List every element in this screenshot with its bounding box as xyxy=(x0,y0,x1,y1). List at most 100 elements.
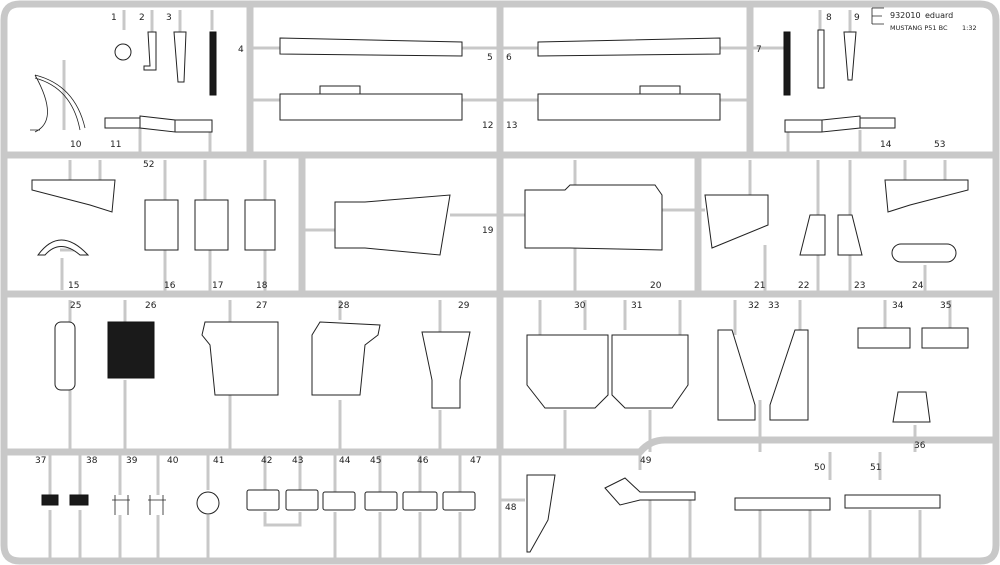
part-label-6: 6 xyxy=(506,53,512,63)
part-label-37: 37 xyxy=(35,456,46,466)
part-2-drawing xyxy=(143,31,157,71)
sheet-model: MUSTANG P51 BC xyxy=(890,24,948,32)
part-label-15: 15 xyxy=(68,281,79,291)
part-label-47: 47 xyxy=(470,456,481,466)
part-48-drawing xyxy=(526,474,556,553)
part-1-drawing xyxy=(114,43,132,61)
part-23-drawing xyxy=(837,214,863,256)
part-11-drawing xyxy=(104,115,213,133)
part-label-49: 49 xyxy=(640,456,652,466)
part-label-42: 42 xyxy=(261,456,272,466)
part-label-13: 13 xyxy=(506,121,517,131)
part-label-44: 44 xyxy=(339,456,351,466)
part-45-drawing xyxy=(364,491,398,511)
part-30-drawing xyxy=(526,334,609,409)
part-label-43: 43 xyxy=(292,456,303,466)
part-label-23: 23 xyxy=(854,281,865,291)
sheet-scale: 1:32 xyxy=(962,24,977,32)
part-label-1: 1 xyxy=(111,13,117,23)
part-27-drawing xyxy=(201,321,279,396)
part-51-drawing xyxy=(844,494,941,509)
part-26-drawing xyxy=(107,321,155,379)
part-14-drawing xyxy=(784,115,896,133)
part-label-32: 32 xyxy=(748,301,759,311)
part-label-7: 7 xyxy=(756,45,762,55)
part-label-4: 4 xyxy=(238,45,244,55)
part-32-drawing xyxy=(717,329,756,421)
sheet-brand: eduard xyxy=(925,11,953,20)
part-label-45: 45 xyxy=(370,456,381,466)
part-44-drawing xyxy=(322,491,356,511)
part-label-51: 51 xyxy=(870,463,881,473)
part-label-29: 29 xyxy=(458,301,470,311)
part-46-drawing xyxy=(402,491,438,511)
part-42-drawing xyxy=(246,489,280,511)
part-49-drawing xyxy=(604,477,696,506)
part-label-46: 46 xyxy=(417,456,429,466)
part-label-35: 35 xyxy=(940,301,951,311)
part-13-drawing xyxy=(537,85,721,121)
part-21-drawing xyxy=(704,194,769,249)
part-52-drawing xyxy=(31,179,116,213)
part-label-26: 26 xyxy=(145,301,157,311)
part-35-drawing xyxy=(921,327,969,349)
part-47-drawing xyxy=(442,491,476,511)
part-50-drawing xyxy=(734,497,831,511)
part-label-12: 12 xyxy=(482,121,493,131)
part-label-20: 20 xyxy=(650,281,662,291)
part-label-16: 16 xyxy=(164,281,176,291)
part-15-drawing xyxy=(37,239,90,256)
part-34-drawing xyxy=(857,327,911,349)
part-5-drawing xyxy=(279,37,463,57)
sheet-code: 932010 xyxy=(890,11,921,20)
part-label-31: 31 xyxy=(631,301,642,311)
part-label-21: 21 xyxy=(754,281,765,291)
part-label-8: 8 xyxy=(826,13,832,23)
part-39-drawing xyxy=(112,495,130,515)
part-label-38: 38 xyxy=(86,456,98,466)
part-33-drawing xyxy=(769,329,809,421)
part-25-drawing xyxy=(54,321,76,391)
part-label-28: 28 xyxy=(338,301,350,311)
part-10-drawing xyxy=(30,74,86,133)
part-label-5: 5 xyxy=(487,53,493,63)
part-label-11: 11 xyxy=(110,140,121,150)
part-label-24: 24 xyxy=(912,281,924,291)
part-label-2: 2 xyxy=(139,13,145,23)
part-16-drawing xyxy=(144,199,179,251)
part-label-18: 18 xyxy=(256,281,268,291)
part-53-drawing xyxy=(884,179,969,213)
part-29-drawing xyxy=(421,331,471,409)
part-label-17: 17 xyxy=(212,281,223,291)
part-label-30: 30 xyxy=(574,301,586,311)
part-19-drawing xyxy=(334,194,451,256)
sheet-header: E 932010 eduard MUSTANG P51 BC 1:32 xyxy=(871,7,977,32)
part-label-41: 41 xyxy=(213,456,224,466)
part-28-drawing xyxy=(311,321,381,396)
part-label-10: 10 xyxy=(70,140,82,150)
part-label-34: 34 xyxy=(892,301,904,311)
part-9-drawing xyxy=(843,31,857,81)
part-24-drawing xyxy=(891,243,957,263)
part-43-drawing xyxy=(285,489,319,511)
part-36-drawing xyxy=(892,391,931,423)
part-40-drawing xyxy=(148,495,166,515)
part-37-drawing xyxy=(41,494,59,506)
part-38-drawing xyxy=(69,494,89,506)
part-31-drawing xyxy=(611,334,689,409)
part-7-drawing xyxy=(783,31,791,96)
sheet-letter-glyph xyxy=(871,7,884,25)
part-18-drawing xyxy=(244,199,276,251)
part-12-drawing xyxy=(279,85,463,121)
part-label-36: 36 xyxy=(914,441,926,451)
part-label-53: 53 xyxy=(934,140,945,150)
part-label-14: 14 xyxy=(880,140,892,150)
part-label-3: 3 xyxy=(166,13,172,23)
part-label-48: 48 xyxy=(505,503,517,513)
part-label-9: 9 xyxy=(854,13,860,23)
part-labels: 1 2 3 4 5 6 7 8 9 10 11 12 13 14 15 16 1… xyxy=(35,13,951,513)
part-label-52: 52 xyxy=(143,160,154,170)
